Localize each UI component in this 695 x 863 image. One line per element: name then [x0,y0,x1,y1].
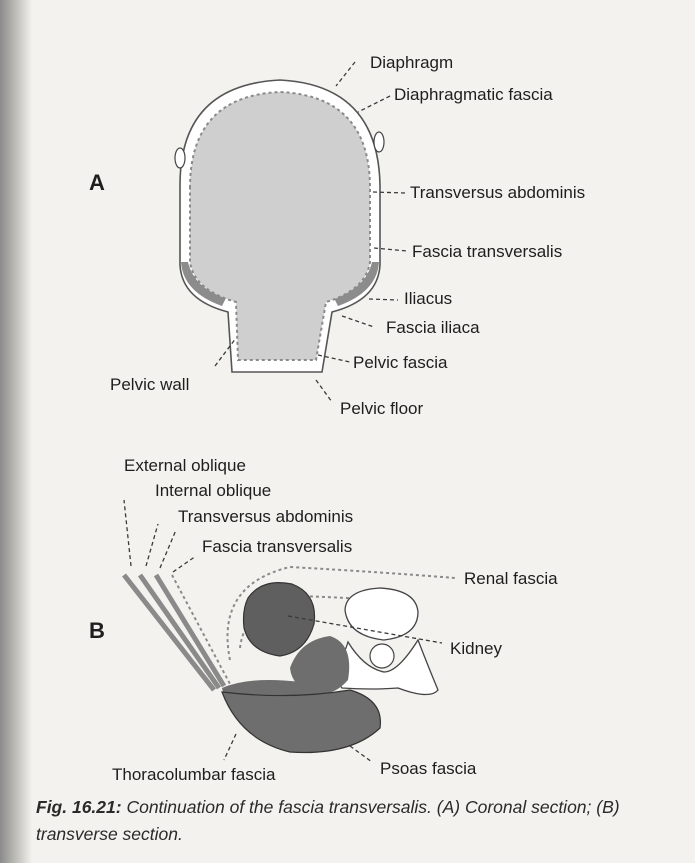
label-fascia-iliaca: Fascia iliaca [386,318,480,337]
label-pelvic-wall: Pelvic wall [110,375,189,394]
panel-b-transverse-section: B External oblique Internal oblique Tran… [89,456,558,784]
figure-number: Fig. 16.21: [36,797,122,817]
caption-text: Continuation of the fascia transversalis… [36,797,620,844]
diaphragm-attachment-right [374,132,384,152]
label-diaphragm: Diaphragm [370,53,453,72]
label-fascia-transversalis-a: Fascia transversalis [412,242,562,261]
spinal-canal [370,644,394,668]
label-renal-fascia: Renal fascia [464,569,558,588]
panel-a-coronal-section: A Diaphragm Diaphragmatic fascia Transve… [89,53,585,418]
internal-oblique-layer [140,575,219,688]
label-internal-oblique: Internal oblique [155,481,271,500]
fascia-figure: A Diaphragm Diaphragmatic fascia Transve… [0,0,695,790]
erector-spinae [222,690,380,753]
diaphragm-attachment-left [175,148,185,168]
panel-a-letter: A [89,170,105,195]
label-psoas-fascia: Psoas fascia [380,759,477,778]
abdominal-cavity [190,92,370,360]
label-kidney: Kidney [450,639,502,658]
label-diaphragmatic-fascia: Diaphragmatic fascia [394,85,553,104]
label-external-oblique: External oblique [124,456,246,475]
label-iliacus: Iliacus [404,289,452,308]
panel-b-letter: B [89,618,105,643]
label-pelvic-fascia: Pelvic fascia [353,353,448,372]
figure-caption: Fig. 16.21: Continuation of the fascia t… [36,794,686,848]
label-transversus-abdominis-a: Transversus abdominis [410,183,585,202]
label-pelvic-floor: Pelvic floor [340,399,423,418]
label-fascia-transversalis-b: Fascia transversalis [202,537,352,556]
label-transversus-abdominis-b: Transversus abdominis [178,507,353,526]
label-thoracolumbar-fascia: Thoracolumbar fascia [112,765,276,784]
